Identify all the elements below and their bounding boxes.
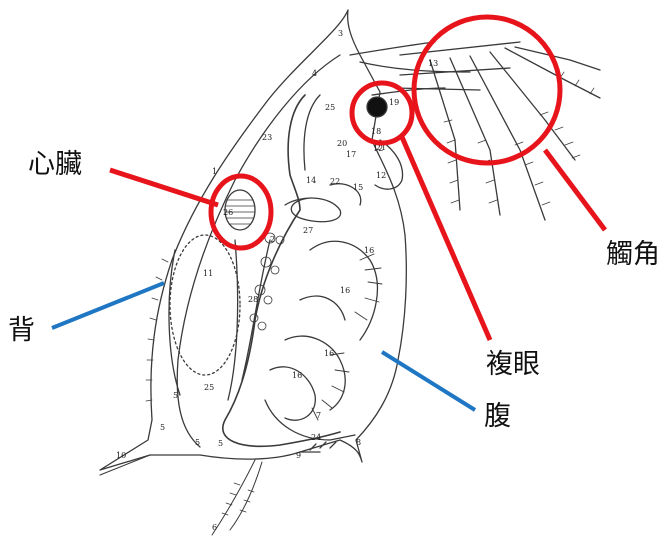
part-number: 6 <box>212 523 217 532</box>
part-number: 14 <box>306 176 316 185</box>
part-number: 23 <box>262 133 272 142</box>
back-bristles <box>146 259 168 401</box>
antenna-pointer-line <box>545 150 605 230</box>
part-number: 15 <box>353 183 363 192</box>
part-number: 13 <box>428 59 438 68</box>
part-number: 17 <box>346 150 356 159</box>
part-number: 25 <box>204 383 214 392</box>
part-number: 3 <box>338 29 343 38</box>
part-number: 16 <box>364 246 374 255</box>
inner-carapace <box>177 55 340 447</box>
abdomen-label: 腹 <box>484 403 511 430</box>
part-number: 16 <box>340 286 350 295</box>
part-number: 22 <box>330 177 340 186</box>
brood-wall <box>169 240 238 400</box>
part-number-labels: 1 2 3 4 5 5 5 5 6 7 8 9 10 11 12 12 13 1… <box>116 29 438 532</box>
part-number: 2 <box>270 235 275 244</box>
part-number: 5 <box>173 391 178 400</box>
part-number: 16 <box>324 349 334 358</box>
part-number: 7 <box>316 411 321 420</box>
part-number: 5 <box>160 423 165 432</box>
part-number: 4 <box>312 69 317 78</box>
back-pointer-line <box>52 283 164 328</box>
bottom-setae <box>212 460 262 535</box>
part-number: 8 <box>356 438 361 447</box>
part-number: 12 <box>376 171 386 180</box>
part-number: 27 <box>303 226 313 235</box>
part-number: 26 <box>223 208 233 217</box>
part-number: 19 <box>389 98 399 107</box>
part-number: 18 <box>371 127 381 136</box>
part-number: 24 <box>311 433 321 442</box>
part-number: 11 <box>203 269 213 278</box>
antenna-highlight-circle <box>414 17 560 163</box>
part-number: 20 <box>337 139 347 148</box>
part-number: 5 <box>195 438 200 447</box>
part-number: 10 <box>116 451 126 460</box>
leg-bristles <box>312 254 382 420</box>
compound-eye-pointer-line <box>402 137 490 340</box>
compound-eye-drawing <box>367 97 387 117</box>
part-number: 28 <box>248 295 258 304</box>
part-number: 25 <box>325 103 335 112</box>
compound-eye-label: 複眼 <box>486 351 540 378</box>
brood-chamber <box>170 235 240 375</box>
thoracic-legs <box>270 241 377 420</box>
part-number: 5 <box>218 439 223 448</box>
part-number: 16 <box>292 371 302 380</box>
heart-label: 心臟 <box>28 151 82 178</box>
heart-pointer-line <box>110 170 218 205</box>
bottom-setae-fringe <box>222 483 254 515</box>
back-label: 背 <box>8 317 35 344</box>
intestine-loops <box>285 184 361 222</box>
gut-inner <box>242 95 320 380</box>
gut <box>223 95 340 446</box>
postabdomen <box>265 400 355 452</box>
antenna-label: 觸角 <box>606 241 660 268</box>
abdomen-pointer-line <box>382 352 475 410</box>
part-number: 9 <box>296 451 301 460</box>
part-number: 1 <box>212 167 217 176</box>
